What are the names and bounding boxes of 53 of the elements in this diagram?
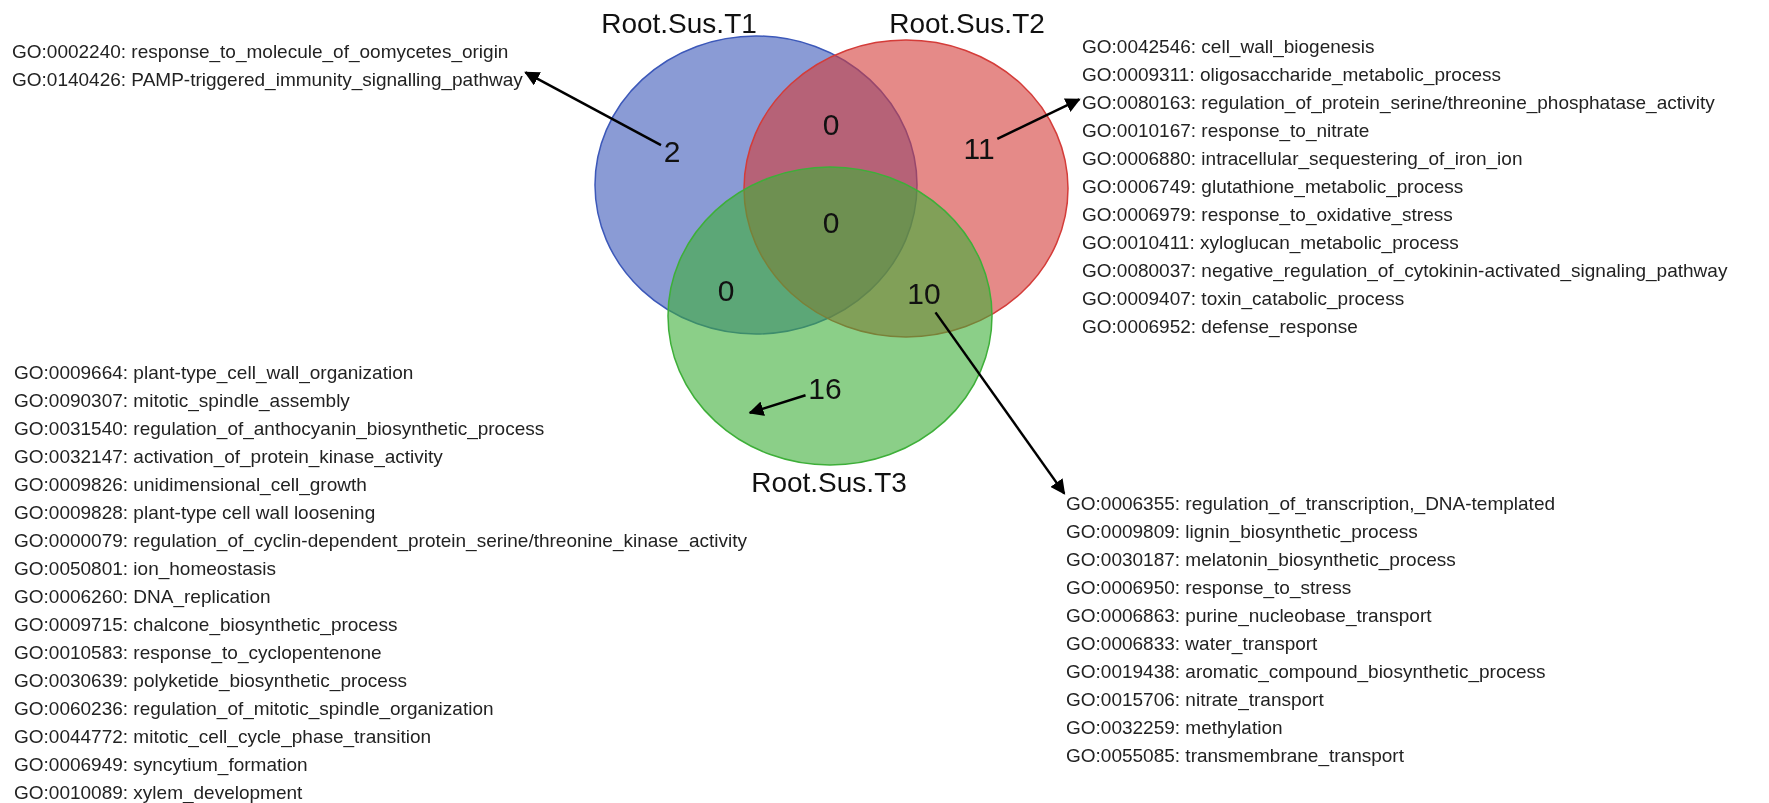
go-term: GO:0006950: response_to_stress bbox=[1066, 576, 1353, 601]
go-term: GO:0010089: xylem_development bbox=[14, 781, 304, 803]
count-number: 10 bbox=[907, 278, 941, 310]
go-term: GO:0006355: regulation_of_transcription,_DNA-templated bbox=[1066, 492, 1555, 517]
go-term: GO:0002240: response_to_molecule_of_oomycetes_origin bbox=[12, 40, 510, 65]
go-term: GO:0009809: lignin_biosynthetic_process bbox=[1066, 520, 1419, 545]
count-number: 0 bbox=[822, 207, 840, 239]
go-term: GO:0009828: plant-type cell wall loosening bbox=[14, 501, 377, 525]
go-term: GO:0031540: regulation_of_anthocyanin_biosynthetic_process bbox=[14, 417, 546, 442]
go-term: GO:0006952: defense_response bbox=[1082, 315, 1359, 340]
go-term: GO:0060236: regulation_of_mitotic_spindle_organization bbox=[14, 697, 495, 722]
go-term: GO:0044772: mitotic_cell_cycle_phase_transition bbox=[14, 725, 433, 750]
set-label: Root.Sus.T1 bbox=[601, 8, 757, 40]
go-term: GO:0080037: negative_regulation_of_cytokinin-activated_signaling_pathway bbox=[1082, 259, 1728, 284]
set-label: Root.Sus.T3 bbox=[751, 467, 907, 499]
set-label: Root.Sus.T2 bbox=[889, 8, 1045, 40]
arrow bbox=[996, 98, 1081, 141]
go-term: GO:0019438: aromatic_compound_biosynthetic_process bbox=[1066, 660, 1547, 685]
go-term: GO:0006979: response_to_oxidative_stress bbox=[1082, 203, 1454, 228]
go-term: GO:0009407: toxin_catabolic_process bbox=[1082, 287, 1406, 312]
arrow bbox=[934, 311, 1066, 495]
go-term: GO:0042546: cell_wall_biogenesis bbox=[1082, 35, 1376, 60]
count-number: 11 bbox=[963, 133, 995, 165]
go-term: GO:0055085: transmembrane_transport bbox=[1066, 744, 1405, 769]
go-term: GO:0006749: glutathione_metabolic_process bbox=[1082, 175, 1465, 200]
go-term: GO:0009715: chalcone_biosynthetic_process bbox=[14, 613, 399, 638]
count-number: 0 bbox=[822, 109, 840, 141]
go-term: GO:0006880: intracellular_sequestering_of_iron_ion bbox=[1082, 147, 1524, 172]
go-term: GO:0010411: xyloglucan_metabolic_process bbox=[1082, 231, 1460, 256]
go-term: GO:0010583: response_to_cyclopentenone bbox=[14, 641, 383, 666]
count-number: 16 bbox=[808, 373, 842, 405]
go-term: GO:0006949: syncytium_formation bbox=[14, 753, 309, 778]
go-term: GO:0009664: plant-type_cell_wall_organization bbox=[14, 361, 415, 386]
go-term: GO:0032147: activation_of_protein_kinase_activity bbox=[14, 445, 444, 470]
go-term: GO:0090307: mitotic_spindle_assembly bbox=[14, 389, 351, 414]
go-term: GO:0080163: regulation_of_protein_serine/threonine_phosphatase_activity bbox=[1082, 91, 1716, 116]
go-term: GO:0030187: melatonin_biosynthetic_process bbox=[1066, 548, 1457, 573]
go-term: GO:0032259: methylation bbox=[1066, 716, 1284, 740]
go-term: GO:0006863: purine_nucleobase_transport bbox=[1066, 604, 1433, 629]
go-term: GO:0015706: nitrate_transport bbox=[1066, 688, 1325, 713]
go-term: GO:0140426: PAMP-triggered_immunity_signalling_pathway bbox=[12, 68, 523, 93]
go-term: GO:0009311: oligosaccharide_metabolic_process bbox=[1082, 63, 1502, 88]
go-term: GO:0006833: water_transport bbox=[1066, 632, 1319, 657]
arrow bbox=[524, 71, 662, 147]
go-term: GO:0009826: unidimensional_cell_growth bbox=[14, 473, 368, 498]
go-term: GO:0050801: ion_homeostasis bbox=[14, 557, 277, 582]
go-term: GO:0030639: polyketide_biosynthetic_process bbox=[14, 669, 408, 694]
go-term: GO:0000079: regulation_of_cyclin-dependent_protein_serine/threonine_kinase_activity bbox=[14, 529, 748, 554]
arrow bbox=[748, 394, 806, 416]
go-term: GO:0006260: DNA_replication bbox=[14, 585, 272, 610]
count-number: 0 bbox=[717, 275, 735, 307]
count-number: 2 bbox=[663, 136, 681, 168]
go-term: GO:0010167: response_to_nitrate bbox=[1082, 119, 1371, 144]
